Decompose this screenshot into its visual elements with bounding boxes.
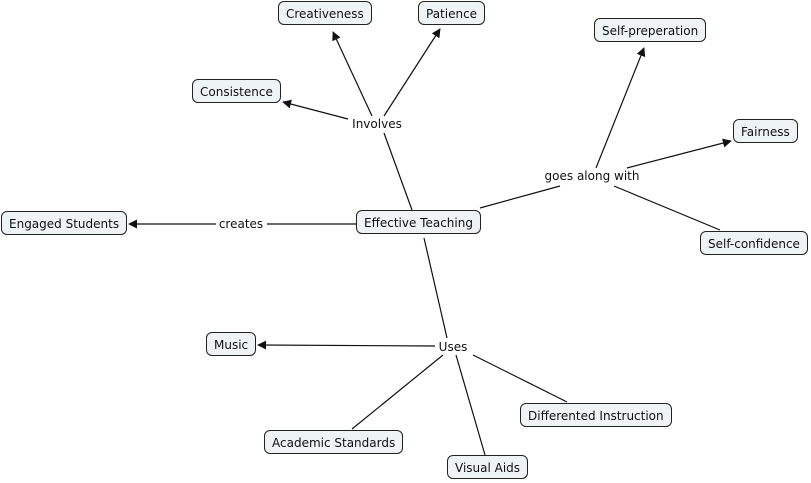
link-goes-along-with[interactable]: goes along with [542,169,642,183]
concept-self-preperation[interactable]: Self-preperation [594,18,707,42]
line-involves-to-consistence [282,99,349,120]
concept-effective-teaching[interactable]: Effective Teaching [356,210,481,234]
line-teaching-to-involves [383,132,413,211]
concept-patience[interactable]: Patience [418,1,486,25]
link-involves[interactable]: Involves [350,117,404,131]
line-goes-along-with-to-self-confidence [613,185,721,231]
link-uses[interactable]: Uses [436,340,470,354]
concept-academic-standards[interactable]: Academic Standards [264,430,404,454]
line-uses-to-music [257,340,436,350]
concept-fairness[interactable]: Fairness [733,119,798,143]
line-involves-to-patience [383,28,441,117]
line-teaching-to-goes-along-with [479,185,561,209]
line-uses-to-visual-aids [455,354,486,456]
line-goes-along-with-to-self-preperation [595,47,646,169]
concept-differented-instruction[interactable]: Differented Instruction [520,403,672,427]
concept-music[interactable]: Music [206,332,257,356]
line-teaching-to-uses [423,237,448,339]
concept-visual-aids[interactable]: Visual Aids [447,455,529,479]
concept-consistence[interactable]: Consistence [192,79,281,103]
link-creates[interactable]: creates [216,217,266,231]
concept-engaged-students[interactable]: Engaged Students [1,211,128,235]
concept-self-confidence[interactable]: Self-confidence [700,231,808,255]
line-involves-to-creativeness [332,31,373,117]
line-uses-to-academic-standards [351,354,444,430]
concept-creativeness[interactable]: Creativeness [278,1,372,25]
line-goes-along-with-to-fairness [626,138,732,169]
line-uses-to-differented-instruction [472,354,568,403]
